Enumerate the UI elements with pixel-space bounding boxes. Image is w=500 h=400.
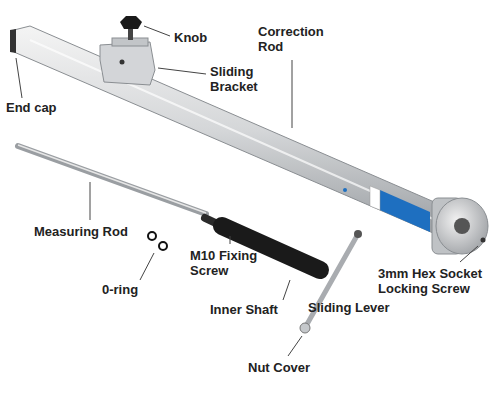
hex-screw xyxy=(481,238,486,243)
part-label: Sliding Bracket xyxy=(210,64,272,94)
rod-tag-edge xyxy=(370,186,380,210)
part-label: Measuring Rod xyxy=(34,224,144,239)
sliding-bracket xyxy=(100,42,155,85)
nut-cover xyxy=(300,323,310,333)
part-label: Knob xyxy=(174,30,234,45)
leader-line xyxy=(140,253,154,280)
leader-line xyxy=(90,182,91,220)
rod-tag xyxy=(380,190,430,232)
lever-nut xyxy=(354,230,362,238)
bracket-hole xyxy=(120,60,125,65)
measuring-rod-shine xyxy=(18,145,206,213)
leader-line xyxy=(460,246,478,262)
part-label: Inner Shaft xyxy=(210,302,300,317)
part-label: Correction Rod xyxy=(258,24,342,54)
part-label: 0-ring xyxy=(102,282,162,297)
leader-line xyxy=(230,236,231,244)
rod-dot xyxy=(343,188,347,192)
leader-line xyxy=(158,68,206,74)
o-ring xyxy=(159,242,167,250)
part-label: M10 Fixing Screw xyxy=(190,248,272,278)
o-ring xyxy=(148,232,156,240)
part-label: End cap xyxy=(6,100,76,115)
leader-line xyxy=(288,336,302,356)
measuring-rod xyxy=(18,146,206,214)
leader-line xyxy=(283,280,290,300)
rod-highlight xyxy=(30,40,440,222)
part-label: Nut Cover xyxy=(248,360,338,375)
knob-stem xyxy=(128,28,133,40)
correction-rod xyxy=(14,26,448,236)
cylinder-hole xyxy=(454,218,470,234)
leader-line xyxy=(292,60,293,128)
end-cap xyxy=(10,29,16,53)
part-label: Sliding Lever xyxy=(308,300,408,315)
cylinder-face xyxy=(436,198,488,254)
leader-line xyxy=(16,58,22,98)
leader-line xyxy=(144,26,170,36)
knob xyxy=(120,16,142,29)
part-label: 3mm Hex Socket Locking Screw xyxy=(378,266,490,296)
